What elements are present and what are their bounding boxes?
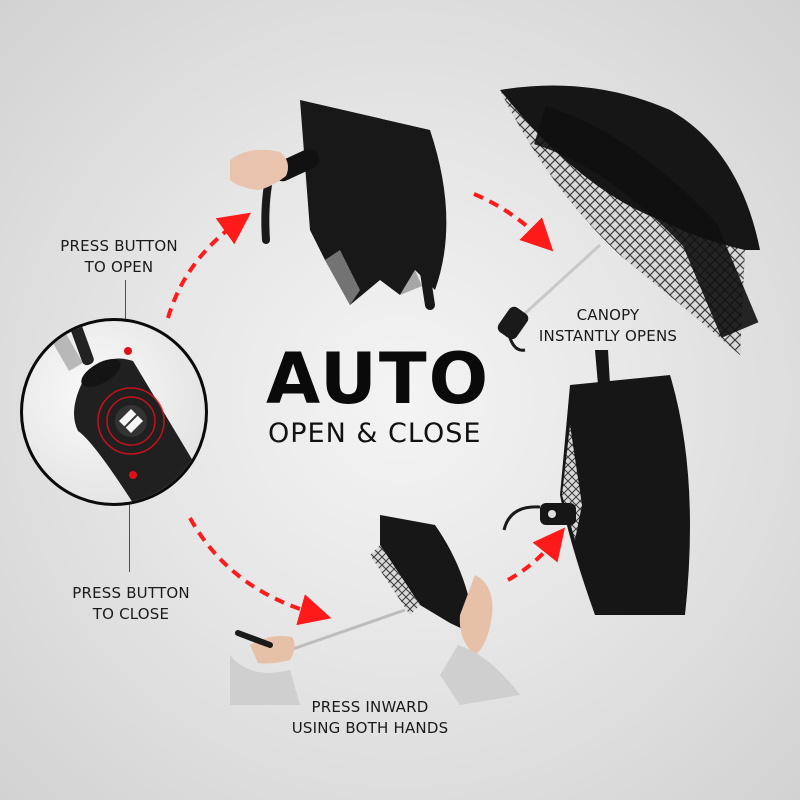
folded-umbrella-illustration bbox=[502, 350, 690, 615]
callout-line-2: TO CLOSE bbox=[92, 605, 170, 623]
closed-umbrella-in-hand-illustration bbox=[230, 100, 447, 310]
arrow-to-press bbox=[188, 517, 332, 626]
arrow-to-canopy bbox=[473, 192, 554, 252]
handle-closeup-lens bbox=[20, 318, 208, 506]
callout-line-open bbox=[125, 280, 126, 348]
arrow-to-open bbox=[166, 212, 252, 319]
headline-subtitle: OPEN & CLOSE bbox=[268, 418, 482, 449]
callout-line-2: INSTANTLY OPENS bbox=[538, 327, 678, 345]
open-umbrella-illustration bbox=[497, 85, 760, 355]
callout-line-2: TO OPEN bbox=[84, 258, 154, 276]
callout-line-close bbox=[129, 470, 130, 572]
hands-pressing-umbrella-illustration bbox=[230, 515, 520, 705]
callout-line-1: CANOPY bbox=[576, 306, 640, 324]
arrow-to-closed bbox=[507, 527, 565, 582]
callout-line-1: PRESS BUTTON bbox=[72, 584, 190, 602]
callout-press-inward: PRESS INWARD USING BOTH HANDS bbox=[280, 697, 460, 739]
headline-title: AUTO bbox=[266, 338, 491, 420]
callout-line-1: PRESS INWARD bbox=[311, 698, 429, 716]
callout-press-to-close: PRESS BUTTON TO CLOSE bbox=[66, 583, 196, 625]
callout-canopy-opens: CANOPY INSTANTLY OPENS bbox=[528, 305, 688, 347]
callout-line-2: USING BOTH HANDS bbox=[291, 719, 449, 737]
callout-press-to-open: PRESS BUTTON TO OPEN bbox=[54, 236, 184, 278]
callout-line-1: PRESS BUTTON bbox=[60, 237, 178, 255]
